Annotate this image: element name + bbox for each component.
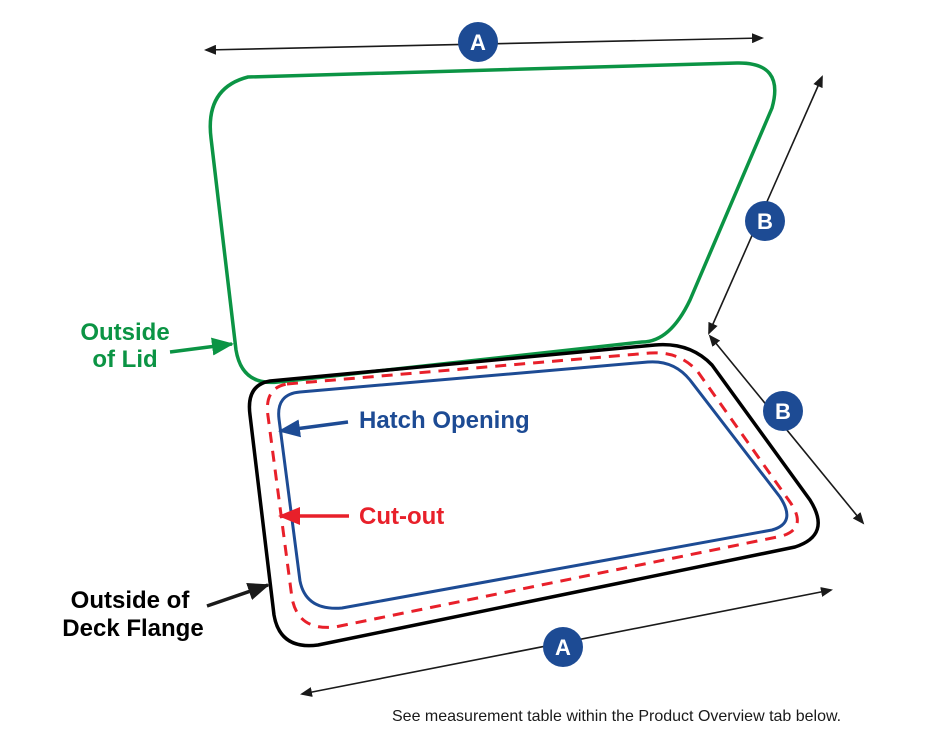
svg-text:B: B — [775, 399, 791, 424]
deck-flange-outline — [247, 342, 820, 648]
outside-of-lid-pointer — [169, 337, 234, 356]
svg-text:B: B — [757, 209, 773, 234]
hatch-opening-outline — [277, 360, 789, 610]
outside-of-deck-flange-label-line1: Outside of — [71, 587, 191, 614]
outside-of-lid-label-line1: Outside — [80, 319, 169, 346]
outside-of-lid-label-line2: of Lid — [92, 346, 157, 373]
badge-a-bottom: A — [543, 627, 583, 667]
badge-b-deck: B — [763, 391, 803, 431]
svg-text:A: A — [470, 30, 486, 55]
badge-b-lid: B — [745, 201, 785, 241]
outside-of-deck-flange-pointer — [206, 583, 270, 608]
outside-of-deck-flange-label-line2: Deck Flange — [62, 615, 203, 642]
badge-a-top: A — [458, 22, 498, 62]
hatch-opening-label: Hatch Opening — [359, 407, 530, 434]
svg-text:A: A — [555, 635, 571, 660]
cutout-outline — [265, 351, 799, 629]
lid-outline — [208, 61, 777, 385]
hatch-opening-pointer — [278, 419, 349, 438]
measurement-table-note: See measurement table within the Product… — [392, 708, 842, 725]
cut-out-label: Cut-out — [359, 503, 444, 530]
